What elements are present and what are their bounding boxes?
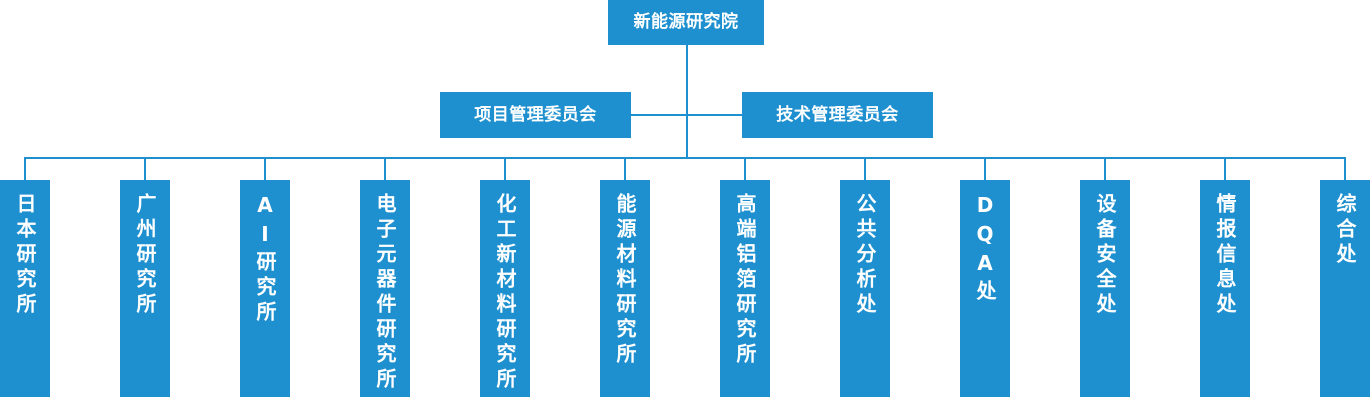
node-department-intelligence-information-office[interactable]: 情报信息处 [1200,180,1250,397]
node-department-guangzhou-research-institute[interactable]: 广州研究所 [120,180,170,397]
node-label: 电子元器件研究所 [373,193,397,393]
node-label: 日本研究所 [13,193,37,318]
connector-drop-5 [504,157,506,180]
node-label: AI研究所 [253,193,277,326]
connector-drop-7 [744,157,746,180]
node-department-public-analysis-office[interactable]: 公共分析处 [840,180,890,397]
node-committee-technical-management[interactable]: 技术管理委员会 [742,92,933,138]
node-label: 技术管理委员会 [776,104,899,125]
node-department-japan-research-institute[interactable]: 日本研究所 [0,180,50,397]
node-label: 项目管理委员会 [474,104,597,125]
node-root-institute[interactable]: 新能源研究院 [608,0,764,45]
node-label: 公共分析处 [853,193,877,318]
connector-drop-10 [1104,157,1106,180]
connector-drop-1 [24,157,26,180]
node-label: 情报信息处 [1213,193,1237,318]
node-label: 能源材料研究所 [613,193,637,368]
connector-drop-6 [624,157,626,180]
connector-drop-11 [1224,157,1226,180]
node-department-equipment-safety-office[interactable]: 设备安全处 [1080,180,1130,397]
node-label: 广州研究所 [133,193,157,318]
connector-drop-2 [144,157,146,180]
node-label: 高端铝箔研究所 [733,193,757,368]
node-department-energy-materials-institute[interactable]: 能源材料研究所 [600,180,650,397]
node-label: DQA处 [973,193,997,305]
connector-committee-horizontal [631,114,742,116]
connector-drop-4 [384,157,386,180]
connector-drop-3 [264,157,266,180]
node-department-dqa-office[interactable]: DQA处 [960,180,1010,397]
node-department-general-affairs-office[interactable]: 综合处 [1320,180,1370,397]
node-department-high-end-aluminum-foil-institute[interactable]: 高端铝箔研究所 [720,180,770,397]
connector-drop-12 [1344,157,1346,180]
node-department-electronic-components-institute[interactable]: 电子元器件研究所 [360,180,410,397]
node-department-ai-research-institute[interactable]: AI研究所 [240,180,290,397]
connector-drop-8 [864,157,866,180]
node-label: 综合处 [1333,193,1357,268]
connector-department-bus [25,157,1345,159]
connector-trunk-vertical [686,45,688,159]
node-label: 新能源研究院 [633,12,739,32]
node-department-chemical-new-materials-institute[interactable]: 化工新材料研究所 [480,180,530,397]
node-committee-project-management[interactable]: 项目管理委员会 [440,92,631,138]
connector-drop-9 [984,157,986,180]
node-label: 化工新材料研究所 [493,193,517,393]
node-label: 设备安全处 [1093,193,1117,318]
